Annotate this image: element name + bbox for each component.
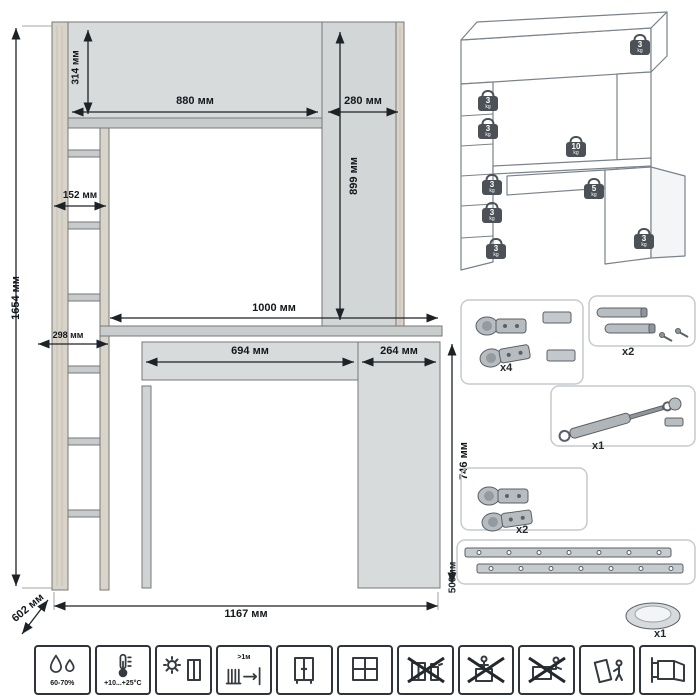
dim-top-right-width: 280 мм — [344, 95, 382, 107]
gas-lift-icon — [558, 397, 684, 442]
dimension-lines — [11, 28, 457, 635]
hardware-panel — [456, 295, 696, 630]
wardrobe-icon — [294, 656, 315, 684]
shelf — [67, 437, 101, 446]
window-icon — [352, 656, 378, 681]
care-no-sitting — [518, 645, 575, 695]
care-sunlight — [155, 645, 212, 695]
shelf — [67, 149, 101, 158]
wall-mount-icon — [650, 656, 685, 683]
care-icons-row: 60-70% +10...+25°C >1м — [34, 645, 697, 695]
care-wall-mount — [639, 645, 697, 695]
shelf — [67, 293, 101, 302]
dim-total-width: 1167 мм — [224, 608, 268, 620]
cup-hinge-icon — [477, 486, 533, 532]
round-bowl-icon — [625, 602, 681, 630]
dim-pedestal-width: 264 мм — [380, 345, 418, 357]
desk-top — [99, 325, 443, 337]
shelf — [67, 509, 101, 518]
care-humidity: 60-70% — [34, 645, 91, 695]
humidity-icon — [50, 654, 75, 673]
dim-total-height: 1654 мм — [10, 276, 22, 320]
dim-drawer-width: 694 мм — [231, 345, 269, 357]
tipover-warning-icon — [593, 658, 624, 683]
no-solvents-icon — [406, 656, 445, 683]
right-column — [321, 21, 405, 333]
furniture-front-view — [11, 21, 457, 635]
dim-desk-width: 1000 мм — [252, 302, 296, 314]
left-side-panel — [51, 21, 69, 591]
dim-right-column-height: 899 мм — [348, 157, 360, 195]
care-temperature: +10...+25°C — [94, 645, 152, 695]
sunlight-icon — [163, 655, 202, 681]
qty-label-hinges-bottom: x2 — [516, 524, 529, 536]
cup-hinge-icon — [475, 311, 576, 368]
care-no-climbing — [457, 645, 515, 695]
care-heater-distance: >1м — [215, 645, 273, 695]
no-climbing-icon — [467, 655, 505, 683]
heater-distance-label: >1м — [237, 654, 251, 661]
shelf — [67, 221, 101, 230]
no-sitting-icon — [527, 656, 566, 683]
dim-top-width: 880 мм — [176, 95, 214, 107]
pedestal-door — [357, 341, 441, 589]
qty-label-hinges-top: x4 — [500, 362, 513, 374]
dim-upper-shelf-width: 152 мм — [62, 190, 98, 201]
qty-label-bowl: x1 — [654, 628, 667, 640]
drawer-slides-icon — [464, 547, 684, 574]
humidity-label: 60-70% — [50, 680, 75, 687]
load-capacity-view — [460, 11, 686, 271]
qty-label-dampers: x2 — [622, 346, 635, 358]
care-window — [336, 645, 394, 695]
slide-length-label: 500мм — [447, 561, 459, 594]
care-no-solvents — [397, 645, 454, 695]
dim-lower-shelf-width: 298 мм — [52, 330, 84, 340]
temperature-icon — [118, 653, 132, 678]
shelf-column-panel — [99, 127, 110, 591]
temperature-label: +10...+25°C — [104, 680, 142, 687]
shelf — [67, 365, 101, 374]
care-tipover-warning — [578, 645, 636, 695]
damper-icon — [596, 307, 689, 342]
desk-leg — [141, 385, 152, 589]
qty-label-gas-lift: x1 — [592, 440, 605, 452]
dim-top-cabinet-height: 314 мм — [70, 50, 82, 85]
heater-distance-icon — [225, 667, 261, 686]
care-wardrobe — [276, 645, 333, 695]
